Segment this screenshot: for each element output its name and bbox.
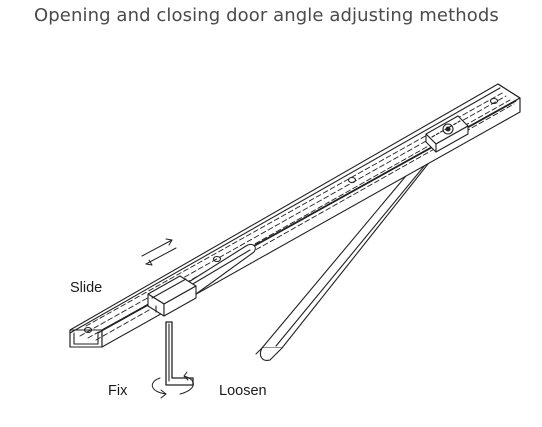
loosen-label: Loosen xyxy=(219,383,267,399)
pivot-block xyxy=(425,115,469,153)
hex-key-icon xyxy=(165,321,194,386)
slider-lever xyxy=(175,243,256,295)
screw-hole xyxy=(83,326,93,334)
screw-hole xyxy=(347,176,357,184)
fix-label: Fix xyxy=(108,383,128,399)
screw-hole xyxy=(489,97,499,105)
closer-arm xyxy=(255,139,448,361)
rotate-arrows-icon xyxy=(151,371,194,399)
double-arrow-icon xyxy=(141,238,177,266)
slider-block xyxy=(147,275,197,317)
slide-label: Slide xyxy=(70,280,103,296)
page-title: Opening and closing door angle adjusting… xyxy=(34,5,499,26)
screw-hole xyxy=(212,255,222,263)
